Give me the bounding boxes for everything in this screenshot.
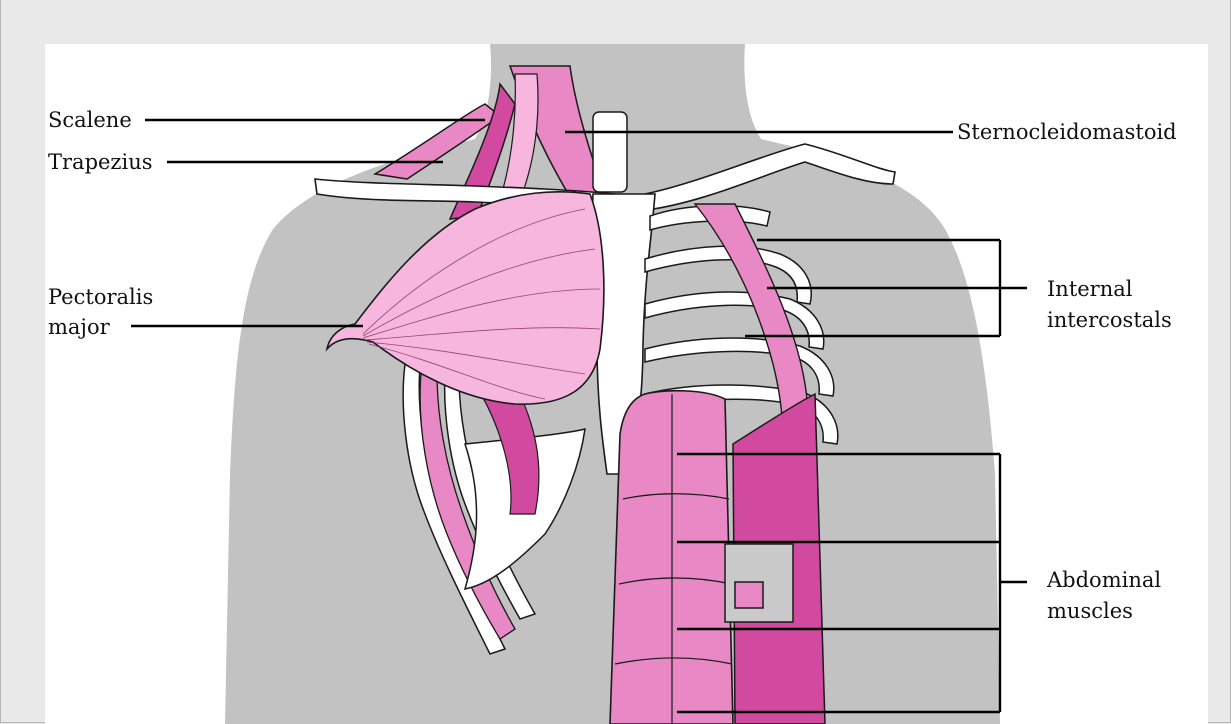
oblique-cutaway-inner — [735, 582, 763, 608]
label-abdominal-line1: Abdominal — [1047, 565, 1161, 595]
label-internal-line2: intercostals — [1047, 305, 1172, 335]
label-sternocleidomastoid: Sternocleidomastoid — [957, 117, 1177, 147]
trachea — [593, 112, 627, 192]
label-pectoralis-line2: major — [48, 312, 110, 342]
label-scalene: Scalene — [48, 105, 132, 135]
label-pectoralis-line1: Pectoralis — [48, 282, 153, 312]
label-trapezius: Trapezius — [48, 147, 153, 177]
label-abdominal-line2: muscles — [1047, 596, 1133, 626]
label-internal-line1: Internal — [1047, 274, 1133, 304]
